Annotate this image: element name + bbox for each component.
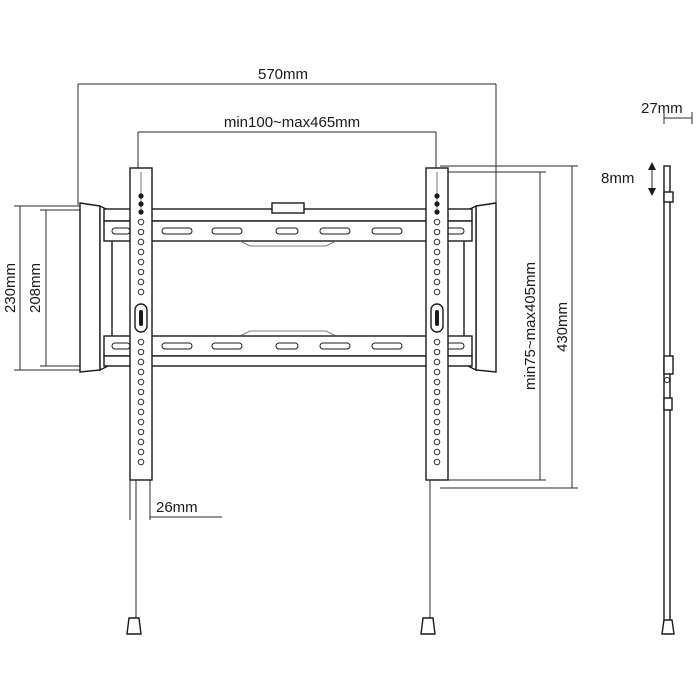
right-arm <box>420 167 449 635</box>
arm-indicator-hole <box>138 209 144 215</box>
arm-mount-hole <box>137 418 145 426</box>
rail-slots <box>111 227 465 350</box>
arm-mount-hole <box>433 378 441 386</box>
arm-indicator-hole <box>138 193 144 199</box>
label-side-offset: 8mm <box>601 170 634 187</box>
dimension-arm-height: 430mm <box>440 165 578 489</box>
dimension-vesa-width: min100~max465mm <box>137 114 437 172</box>
arm-mount-hole <box>433 278 441 286</box>
arm-mount-hole <box>137 268 145 276</box>
arm-mount-hole <box>137 458 145 466</box>
arm-mount-hole <box>433 458 441 466</box>
arm-mount-hole <box>433 268 441 276</box>
left-arm <box>126 167 153 635</box>
arm-indicator-hole <box>434 201 440 207</box>
arm-mount-hole <box>137 238 145 246</box>
label-rail-height: 208mm <box>27 263 44 313</box>
arm-mount-hole <box>433 408 441 416</box>
arm-mount-hole <box>137 388 145 396</box>
dimension-arm-width: 26mm <box>129 480 222 520</box>
arm-mount-hole <box>433 238 441 246</box>
label-arm-width: 26mm <box>156 499 198 516</box>
arm-mount-hole <box>433 368 441 376</box>
arm-indicator-hole <box>138 201 144 207</box>
arm-mount-hole <box>137 378 145 386</box>
left-arm-holes <box>137 193 145 466</box>
dimension-plate-height: 230mm <box>2 205 82 371</box>
arm-mount-hole <box>137 258 145 266</box>
arm-mount-hole <box>433 398 441 406</box>
label-plate-height: 230mm <box>2 263 19 313</box>
arm-mount-hole <box>433 228 441 236</box>
arm-mount-hole <box>137 338 145 346</box>
arm-mount-hole <box>137 368 145 376</box>
dimension-overall-width: 570mm <box>77 66 497 205</box>
arm-mount-hole <box>137 218 145 226</box>
arm-mount-hole <box>137 228 145 236</box>
arm-mount-hole <box>433 248 441 256</box>
arm-mount-hole <box>137 398 145 406</box>
label-arm-height: 430mm <box>554 302 571 352</box>
arm-mount-hole <box>433 338 441 346</box>
arm-mount-hole <box>137 438 145 446</box>
dimension-vesa-height: min75~max405mm <box>440 171 546 481</box>
arm-mount-hole <box>137 348 145 356</box>
arm-mount-hole <box>137 358 145 366</box>
arm-mount-hole <box>137 278 145 286</box>
arm-mount-hole <box>137 288 145 296</box>
side-view: 27mm 8mm <box>601 100 693 635</box>
arm-mount-hole <box>137 248 145 256</box>
label-overall-width: 570mm <box>258 66 308 83</box>
label-side-depth: 27mm <box>641 100 683 117</box>
arm-mount-hole <box>433 428 441 436</box>
arm-mount-hole <box>433 448 441 456</box>
label-vesa-height: min75~max405mm <box>522 262 539 390</box>
arm-mount-hole <box>433 438 441 446</box>
arm-mount-hole <box>433 388 441 396</box>
arm-mount-hole <box>433 218 441 226</box>
arm-mount-hole <box>433 418 441 426</box>
arm-indicator-hole <box>434 193 440 199</box>
arm-mount-hole <box>433 258 441 266</box>
arm-mount-hole <box>433 288 441 296</box>
label-vesa-width: min100~max465mm <box>224 114 360 131</box>
dimension-rail-height: 208mm <box>27 209 82 367</box>
arm-indicator-hole <box>434 209 440 215</box>
right-arm-holes <box>433 193 441 466</box>
arm-mount-hole <box>137 408 145 416</box>
arm-mount-hole <box>433 348 441 356</box>
arm-mount-hole <box>433 358 441 366</box>
arm-mount-hole <box>137 428 145 436</box>
wall-plate <box>79 202 497 373</box>
arm-mount-hole <box>137 448 145 456</box>
